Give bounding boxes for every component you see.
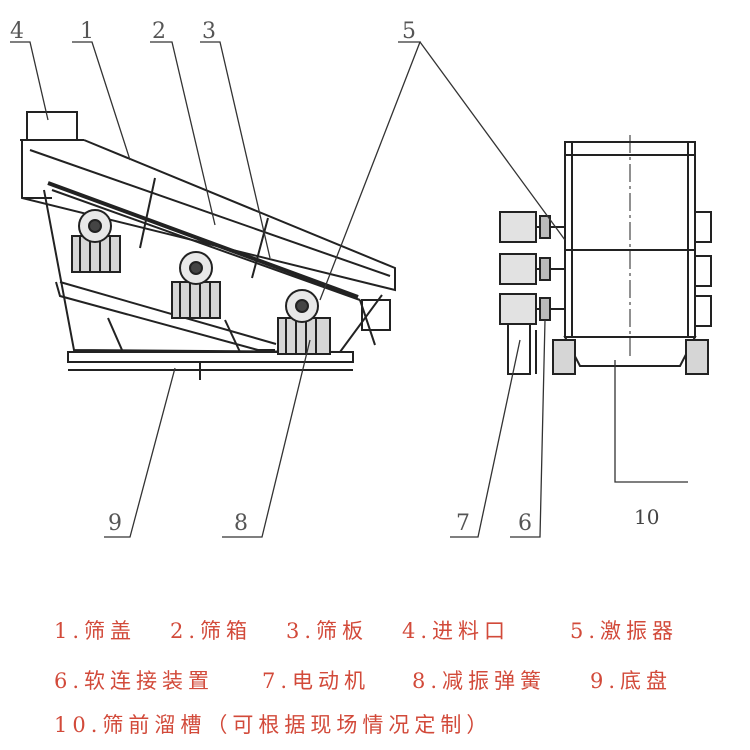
callout-10: 10 [634, 505, 659, 529]
callout-3: 3 [202, 19, 216, 44]
exciter-2 [179, 251, 213, 285]
callout-8: 8 [234, 511, 248, 536]
legend-item-7: 7.电动机 [262, 669, 371, 693]
exciter-3 [285, 289, 319, 323]
drive-motors [499, 211, 565, 325]
lower-deck [55, 281, 277, 351]
base-chassis [67, 351, 354, 380]
soft-couplings [539, 215, 551, 321]
end-view [499, 135, 712, 375]
legend-item-10: 10.筛前溜槽（可根据现场情况定制） [54, 713, 493, 737]
callout-6: 6 [518, 511, 532, 536]
side-view [20, 111, 396, 380]
spring-group-2 [171, 281, 221, 319]
legend-item-6: 6.软连接装置 [54, 669, 215, 693]
legend-item-4: 4.进料口 [402, 619, 511, 643]
end-view-body [564, 135, 696, 360]
callout-2: 2 [152, 19, 166, 44]
callout-7: 7 [456, 511, 470, 536]
callout-5: 5 [402, 19, 416, 44]
legend-item-8: 8.减振弹簧 [412, 669, 547, 693]
screen-cover [21, 139, 396, 292]
callout-labels: 1 2 3 4 5 6 7 8 9 10 [10, 19, 659, 536]
screen-plate [47, 181, 359, 299]
spring-group-3 [277, 317, 331, 355]
feed-inlet [20, 111, 84, 141]
callout-4: 4 [10, 19, 24, 44]
legend-item-1: 1.筛盖 [54, 619, 137, 643]
leader-lines [10, 41, 688, 538]
internal-braces [107, 177, 269, 353]
motor-base [507, 323, 537, 375]
exciter-1 [78, 209, 112, 243]
end-view-springs [552, 339, 709, 375]
legend-item-3: 3.筛板 [286, 619, 369, 643]
legend-item-2: 2.筛箱 [170, 619, 253, 643]
legend-item-5: 5.激振器 [570, 619, 679, 643]
callout-9: 9 [108, 511, 122, 536]
legend: 1.筛盖 2.筛箱 3.筛板 4.进料口 5.激振器 6.软连接装置 7.电动机… [0, 615, 750, 745]
end-view-exciters-right [694, 211, 712, 327]
legend-item-9: 9.底盘 [590, 669, 673, 693]
callout-1: 1 [80, 19, 94, 44]
